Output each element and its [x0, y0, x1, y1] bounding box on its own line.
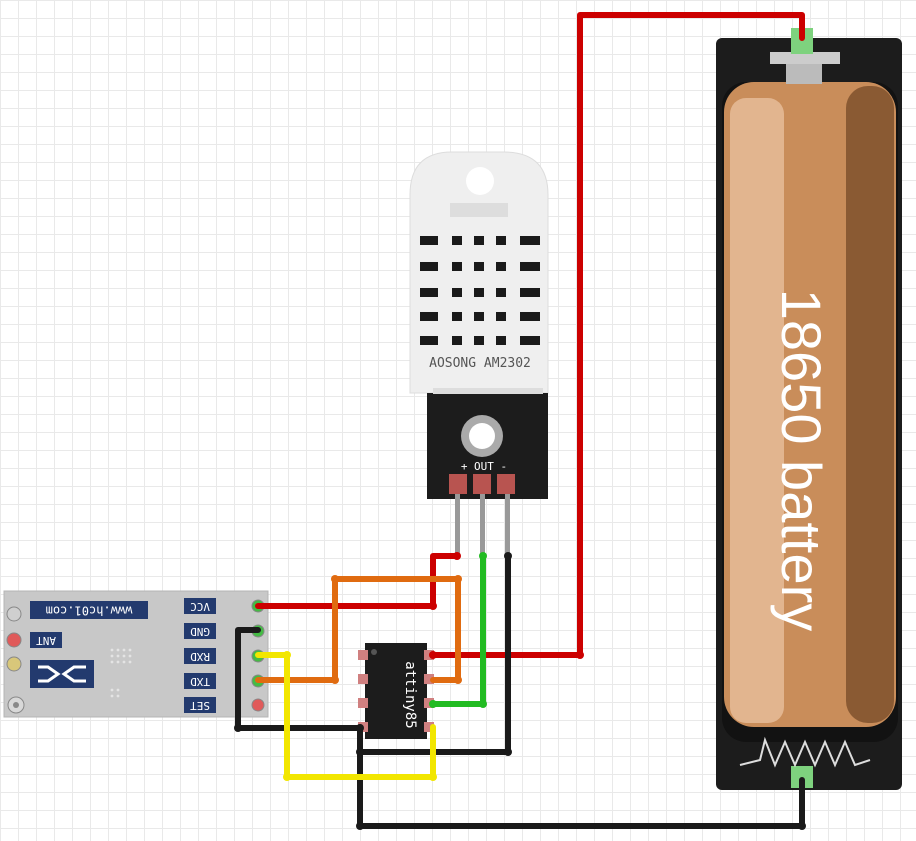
- hc12-pin-label-set: SET: [190, 699, 210, 712]
- hc12-dots: [110, 648, 132, 698]
- hc12-module: www.hc01.com ANT VCC GND RXD TXD SET: [3, 590, 269, 718]
- hc12-antenna-label: ANT: [36, 634, 56, 647]
- hc12-website: www.hc01.com: [46, 604, 133, 618]
- hc12-pin-label-txd: TXD: [190, 675, 210, 688]
- hc12-logo-icon: [30, 660, 94, 688]
- sensor-grille: [420, 236, 540, 345]
- battery-label: 18650 battery: [770, 289, 833, 631]
- sensor-pins-label: + OUT -: [461, 460, 507, 473]
- hc12-pin-label-box: [184, 697, 216, 713]
- mcu-label: attiny85: [402, 661, 418, 728]
- wire-red-battery: [430, 12, 805, 658]
- hc12-pin-label-gnd: GND: [190, 625, 210, 638]
- sensor-label: AOSONG AM2302: [429, 356, 531, 371]
- hc12-pin-label-box: [184, 673, 216, 689]
- hc12-pin-label-rxd: RXD: [190, 650, 210, 663]
- hc12-pin-label-box: [184, 623, 216, 639]
- hc12-pin-label-box: [184, 648, 216, 664]
- attiny85-chip: attiny85: [358, 643, 434, 739]
- wire-black-hc12: [235, 627, 363, 731]
- wire-orange: [255, 576, 461, 683]
- hc12-pin-label-vcc: VCC: [190, 600, 210, 613]
- wire-endpoints: [429, 552, 584, 659]
- battery-holder: 18650 battery: [716, 28, 902, 790]
- hc12-pin-label-box: [184, 598, 216, 614]
- am2302-sensor: AOSONG AM2302 + OUT -: [409, 151, 549, 556]
